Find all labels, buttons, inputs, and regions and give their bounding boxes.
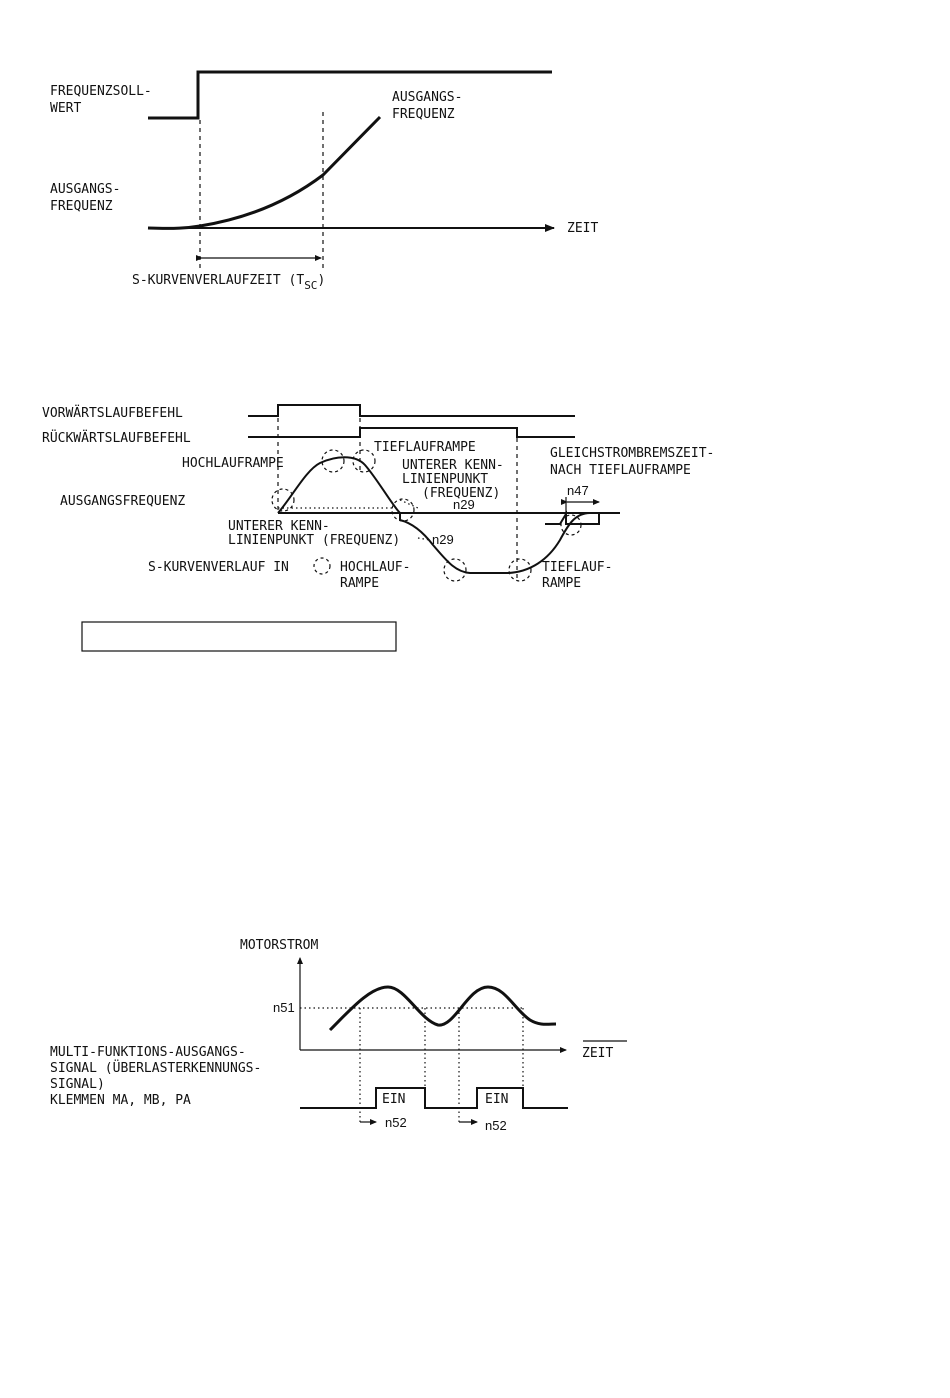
s-curve-time-label: S-KURVENVERLAUFZEIT (TSC) bbox=[132, 273, 325, 292]
n52-label-2: n52 bbox=[485, 1118, 507, 1133]
output-frequency-curve bbox=[277, 456, 591, 574]
accel-ramp-label: HOCHLAUFRAMPE bbox=[182, 456, 284, 471]
legend-circle bbox=[313, 557, 331, 575]
reverse-command-signal bbox=[248, 427, 575, 438]
signal-label-4: KLEMMEN MA, MB, PA bbox=[50, 1093, 191, 1108]
ramp-diagram: VORWÄRTSLAUFBEFEHL RÜCKWÄRTSLAUFBEFEHL A… bbox=[42, 404, 714, 652]
n47-label: n47 bbox=[567, 483, 589, 498]
s-curve-circle-1 bbox=[271, 488, 295, 512]
n29-bottom-label: n29 bbox=[432, 532, 454, 547]
dc-brake-pulse bbox=[545, 510, 600, 525]
n29-leader-bottom bbox=[417, 537, 431, 541]
signal-label-3: SIGNAL) bbox=[50, 1077, 105, 1092]
signal-label-1: MULTI-FUNKTIONS-AUSGANGS- bbox=[50, 1045, 246, 1060]
output-label-2: FREQUENZ bbox=[50, 199, 113, 214]
decel-ramp-bottom-2: RAMPE bbox=[542, 576, 581, 591]
output-frequency-curve bbox=[147, 115, 382, 230]
s-curve-circle-5 bbox=[443, 558, 467, 582]
decel-ramp-bottom-1: TIEFLAUF- bbox=[542, 560, 612, 575]
on-label-2: EIN bbox=[485, 1092, 508, 1107]
n52-label-1: n52 bbox=[385, 1115, 407, 1130]
time-label-3: ZEIT bbox=[582, 1046, 613, 1061]
accel-ramp-bottom-1: HOCHLAUF- bbox=[340, 560, 410, 575]
overload-diagram: MOTORSTROM ZEIT n51 MULTI-FUNKTIONS-AUSG… bbox=[50, 938, 627, 1133]
forward-command-label: VORWÄRTSLAUFBEFEHL bbox=[42, 405, 183, 421]
signal-label-2: SIGNAL (ÜBERLASTERKENNUNGS- bbox=[50, 1059, 261, 1076]
reverse-command-label: RÜCKWÄRTSLAUFBEFEHL bbox=[42, 429, 191, 446]
motor-current-curve bbox=[328, 985, 557, 1032]
s-curve-circle-6 bbox=[508, 558, 532, 582]
dc-brake-label-1: GLEICHSTROMBREMSZEIT- bbox=[550, 446, 714, 461]
min-point-top-2: LINIENPUNKT bbox=[402, 472, 488, 487]
min-point-top-1: UNTERER KENN- bbox=[402, 458, 504, 473]
on-label-1: EIN bbox=[382, 1092, 405, 1107]
n29-leader-top bbox=[399, 499, 419, 509]
min-point-bottom-1: UNTERER KENN- bbox=[228, 519, 330, 534]
s-curve-circle-3 bbox=[352, 449, 376, 473]
overload-signal bbox=[300, 1087, 568, 1109]
s-curve-in-label: S-KURVENVERLAUF IN bbox=[148, 560, 289, 575]
min-point-top-3: (FREQUENZ) bbox=[422, 486, 500, 501]
s-curve-circle-2 bbox=[321, 449, 345, 473]
decel-ramp-label: TIEFLAUFRAMPE bbox=[374, 440, 476, 455]
curve-label-2: FREQUENZ bbox=[392, 107, 455, 122]
output-frequency-label: AUSGANGSFREQUENZ bbox=[60, 494, 185, 509]
s-curve-circle-4 bbox=[391, 498, 415, 522]
output-label-1: AUSGANGS- bbox=[50, 182, 120, 197]
setpoint-step-line bbox=[148, 70, 552, 120]
min-point-bottom-2: LINIENPUNKT (FREQUENZ) bbox=[228, 533, 400, 548]
n29-top-label: n29 bbox=[453, 497, 475, 512]
setpoint-label-1: FREQUENZSOLL- bbox=[50, 84, 152, 99]
time-label: ZEIT bbox=[567, 221, 598, 236]
setpoint-label-2: WERT bbox=[50, 101, 81, 116]
s-curve-diagram: FREQUENZSOLL- WERT AUSGANGS- FREQUENZ AU… bbox=[50, 70, 598, 292]
forward-command-signal bbox=[248, 404, 575, 417]
dc-brake-label-2: NACH TIEFLAUFRAMPE bbox=[550, 463, 691, 478]
n51-label: n51 bbox=[273, 1000, 295, 1015]
motor-current-label: MOTORSTROM bbox=[240, 938, 318, 953]
empty-box bbox=[81, 621, 397, 652]
accel-ramp-bottom-2: RAMPE bbox=[340, 576, 379, 591]
curve-label-1: AUSGANGS- bbox=[392, 90, 462, 105]
